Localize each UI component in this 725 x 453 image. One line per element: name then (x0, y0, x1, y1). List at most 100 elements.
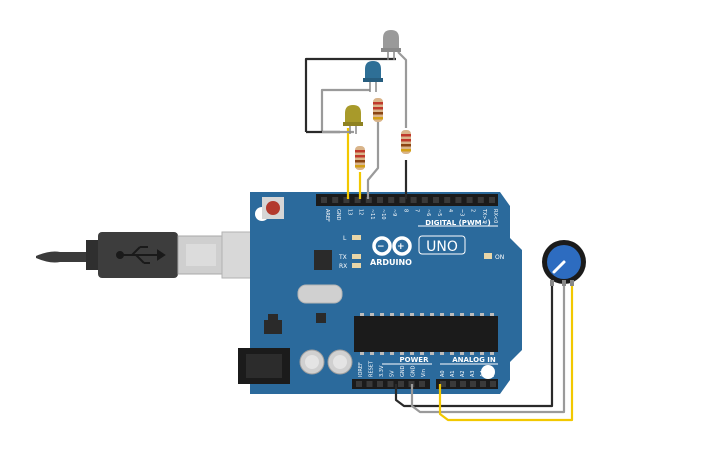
digital-pin-15[interactable] (489, 197, 495, 203)
wire-gray-top[interactable] (397, 51, 408, 128)
wire-black-gnd-led[interactable] (304, 57, 396, 132)
digital-pin-11[interactable] (444, 197, 451, 203)
power-pin-4[interactable] (398, 381, 404, 387)
analog-pin-1[interactable] (450, 381, 456, 387)
potentiometer[interactable] (542, 240, 586, 286)
digital-header-label: DIGITAL (PWM~) (425, 219, 490, 227)
chip-pin (420, 313, 424, 316)
chip-pin (450, 313, 454, 316)
model-box (418, 235, 466, 255)
resistor[interactable] (373, 98, 383, 122)
power-pin-label: GND (411, 365, 417, 377)
knob-indicator (552, 260, 566, 274)
chip-pin (400, 313, 404, 316)
digital-pin-5[interactable] (377, 197, 383, 203)
chip-pin (390, 352, 394, 355)
digital-pin-9[interactable] (421, 197, 428, 203)
usb-chip (314, 250, 332, 270)
chip-pin (370, 313, 374, 316)
resistor[interactable] (355, 146, 365, 170)
led-blue[interactable] (363, 61, 383, 92)
wire-yellow-pot[interactable] (438, 280, 574, 422)
led-gray[interactable] (381, 30, 401, 60)
digital-pin-14[interactable] (477, 197, 484, 203)
wire-gray-pot[interactable] (410, 280, 566, 414)
analog-pin-0[interactable] (440, 381, 446, 387)
power-pin-2[interactable] (377, 381, 383, 387)
chip-pin (400, 352, 404, 355)
digital-pin-label: 2 (470, 209, 476, 212)
digital-pin-3[interactable] (354, 197, 361, 203)
power-pin-6[interactable] (419, 381, 425, 387)
power-pin-label: RESET (369, 360, 375, 377)
digital-pin-7[interactable] (399, 197, 406, 203)
digital-pin-label: ~11 (369, 209, 375, 220)
usb-symbol-icon (116, 246, 166, 264)
analog-pin-label: A3 (470, 370, 476, 377)
analog-pin-5[interactable] (490, 381, 496, 387)
led-yellow[interactable] (343, 105, 363, 134)
digital-pin-8[interactable] (410, 197, 417, 203)
digital-pin-0[interactable] (321, 197, 327, 203)
digital-pin-label: 4 (447, 209, 453, 212)
analog-pin-label: A0 (440, 370, 446, 377)
wire-gray-mid[interactable] (366, 122, 380, 199)
reset-button-cap[interactable] (266, 201, 280, 215)
chip-pin (450, 352, 454, 355)
on-label: ON (495, 254, 504, 261)
digital-pin-12[interactable] (455, 197, 462, 203)
digital-pin-label: 12 (358, 209, 364, 215)
power-pin-1[interactable] (366, 381, 373, 387)
power-pin-label: Vin (421, 369, 427, 377)
chip-pin (470, 352, 474, 355)
analog-pin-label: A1 (450, 370, 456, 377)
crystal (297, 284, 343, 304)
chip-pin (390, 313, 394, 316)
led-tx (352, 254, 361, 259)
power-jack-inner (246, 354, 282, 378)
chip-pin (460, 313, 464, 316)
power-pin-label: 5V (390, 370, 396, 377)
usb-cable[interactable] (36, 232, 223, 278)
analog-pin-4[interactable] (480, 381, 486, 387)
regulator-tab (268, 314, 278, 320)
model-label: UNO (426, 239, 458, 255)
digital-pin-label: ~5 (436, 209, 442, 216)
power-label: POWER (400, 356, 430, 364)
chip-pin (420, 352, 424, 355)
chip-pin (430, 313, 434, 316)
digital-pin-13[interactable] (466, 197, 473, 203)
power-pin-3[interactable] (387, 381, 394, 387)
led-rx (352, 263, 361, 268)
chip-pin (490, 313, 494, 316)
wire-black-pot[interactable] (394, 280, 554, 408)
microcontroller-chip (354, 316, 498, 352)
led-on (484, 253, 492, 259)
wire-gray-led[interactable] (320, 88, 370, 132)
led-l (352, 235, 361, 240)
tx-label: TX (338, 254, 347, 261)
analog-pin-3[interactable] (470, 381, 476, 387)
resistor[interactable] (401, 130, 411, 154)
digital-pin-4[interactable] (365, 197, 372, 203)
analog-pin-label: A4 (480, 370, 486, 377)
digital-pin-10[interactable] (433, 197, 439, 203)
digital-pin-1[interactable] (332, 197, 339, 203)
power-pin-0[interactable] (356, 381, 362, 387)
digital-pin-label: TX>1 (481, 208, 487, 223)
small-chip (316, 313, 326, 323)
wires (304, 51, 574, 422)
chip-pin (490, 352, 494, 355)
digital-pin-6[interactable] (388, 197, 395, 203)
chip-pin (440, 352, 444, 355)
digital-pin-label: ~3 (458, 209, 464, 216)
chip-pin (430, 352, 434, 355)
analog-pin-2[interactable] (460, 381, 466, 387)
chip-pin (410, 313, 414, 316)
rx-label: RX (339, 263, 347, 270)
chip-pin (370, 352, 374, 355)
digital-pin-2[interactable] (343, 197, 350, 203)
power-pin-label: 3.3V (379, 365, 385, 377)
chip-pin (460, 352, 464, 355)
